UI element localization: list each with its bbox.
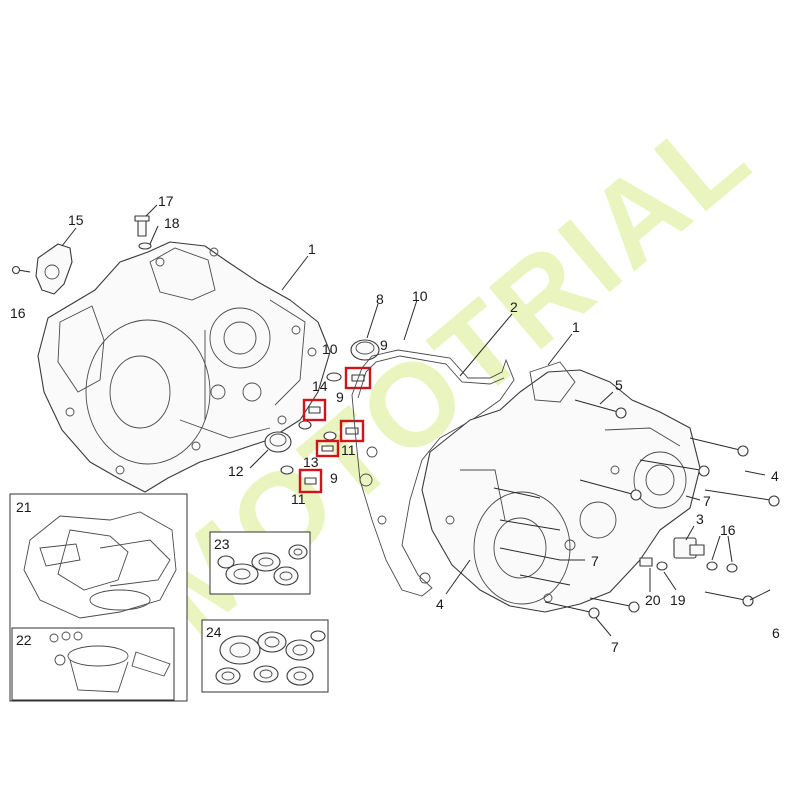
callout-2: 2 — [510, 299, 518, 315]
highlight-box-bolt-14 — [302, 398, 327, 422]
callout-7b: 7 — [591, 553, 599, 569]
callout-7c: 7 — [611, 639, 619, 655]
callout-19: 19 — [670, 592, 686, 608]
left-crankcase-half — [37, 241, 331, 493]
side-cover-15 — [11, 243, 73, 295]
callout-10b: 10 — [322, 341, 338, 357]
bearing-8 — [350, 339, 380, 361]
highlight-box-bolt-9 — [344, 366, 372, 390]
kit-box-21: 21 22 — [9, 493, 188, 702]
callout-10a: 10 — [412, 288, 428, 304]
callout-16b: 16 — [720, 522, 736, 538]
kit-box-23: 23 — [209, 531, 311, 595]
callout-13: 13 — [303, 454, 319, 470]
gasket-2 — [351, 349, 515, 597]
callout-14: 14 — [312, 378, 328, 394]
callout-6: 6 — [772, 625, 780, 641]
callout-7a: 7 — [703, 493, 711, 509]
right-crankcase-half — [421, 361, 701, 613]
highlight-box-bolt-9b — [339, 419, 365, 443]
callout-4a: 4 — [771, 468, 779, 484]
callout-16a: 16 — [10, 305, 26, 321]
kit-label-23: 23 — [214, 536, 230, 552]
long-bolts — [493, 399, 780, 619]
callout-5: 5 — [615, 377, 623, 393]
callout-18: 18 — [164, 215, 180, 231]
callout-1a: 1 — [308, 241, 316, 257]
callout-11b: 11 — [291, 491, 306, 507]
small-hardware — [280, 372, 342, 475]
kit-label-21: 21 — [16, 499, 32, 515]
kit-label-22: 22 — [16, 632, 32, 648]
callout-3: 3 — [696, 511, 704, 527]
callout-11a: 11 — [341, 442, 356, 458]
callout-17: 17 — [158, 193, 174, 209]
fitting-17-18 — [134, 215, 152, 250]
sensor-assembly — [639, 537, 738, 573]
callout-1b: 1 — [572, 319, 580, 335]
callout-15: 15 — [68, 212, 84, 228]
callout-4b: 4 — [436, 596, 444, 612]
callout-12: 12 — [228, 463, 244, 479]
callout-20: 20 — [645, 592, 661, 608]
callout-9b: 9 — [336, 389, 344, 405]
kit-box-24: 24 — [201, 619, 329, 693]
callout-numbers: 1 1 2 3 4 4 5 6 7 7 7 8 9 9 9 10 10 11 1… — [10, 193, 780, 655]
callout-9c: 9 — [330, 470, 338, 486]
callout-9a: 9 — [380, 337, 388, 353]
kit-label-24: 24 — [206, 624, 222, 640]
callout-8: 8 — [376, 291, 384, 307]
highlight-box-bolt-13 — [315, 439, 340, 458]
bearing-12 — [264, 431, 292, 453]
leader-lines — [61, 204, 771, 637]
highlight-box-bolt-11 — [298, 468, 323, 494]
